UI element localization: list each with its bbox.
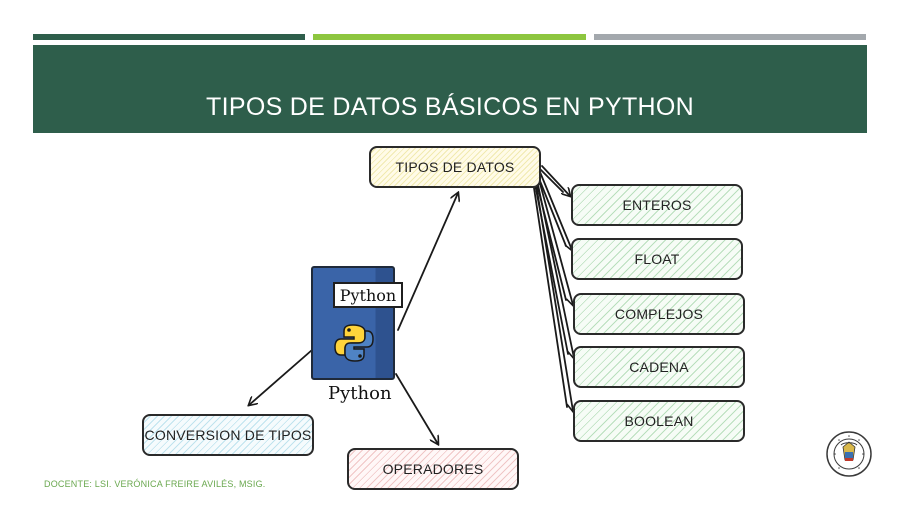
arrow-root-to-enteros [541, 165, 570, 196]
arrow-root-to-float [539, 171, 572, 250]
python-book-label: Python [333, 282, 403, 308]
node-operadores: OPERADORES [347, 448, 519, 490]
node-conversion-de-tipos: CONVERSION DE TIPOS [142, 414, 314, 456]
python-caption: Python [328, 383, 392, 404]
node-float-label: FLOAT [634, 251, 680, 267]
python-book-icon: Python [311, 266, 403, 380]
node-boolean: BOOLEAN [573, 400, 745, 442]
arrow-python-to-conversion [249, 349, 313, 405]
node-enteros: ENTEROS [571, 184, 743, 226]
node-tipos-de-datos: TIPOS DE DATOS [369, 146, 541, 188]
node-complejos-label: COMPLEJOS [614, 306, 704, 322]
slide-title: TIPOS DE DATOS BÁSICOS EN PYTHON [206, 92, 694, 121]
arrow-python-to-root [397, 193, 458, 331]
node-cadena: CADENA [573, 346, 745, 388]
node-enteros-label: ENTEROS [622, 197, 692, 213]
arrow-root-to-boolean [535, 183, 573, 411]
slide-footer: DOCENTE: LSI. VERÓNICA FREIRE AVILÉS, MS… [44, 479, 266, 489]
node-operadores-label: OPERADORES [382, 461, 484, 477]
node-boolean-label: BOOLEAN [624, 413, 694, 429]
title-banner: TIPOS DE DATOS BÁSICOS EN PYTHON [33, 45, 867, 133]
arrow-root-to-complejos [537, 175, 573, 305]
node-complejos: COMPLEJOS [573, 293, 745, 335]
node-tipos-de-datos-label: TIPOS DE DATOS [395, 159, 515, 175]
accent-stripe-gray [594, 34, 866, 40]
node-float: FLOAT [571, 238, 743, 280]
accent-stripe-green [313, 34, 586, 40]
arrow-root-to-cadena [536, 179, 574, 358]
university-seal-icon [826, 431, 872, 477]
node-conversion-label: CONVERSION DE TIPOS [144, 427, 312, 443]
accent-stripe-dark [33, 34, 305, 40]
arrow-python-to-operators [395, 373, 438, 444]
node-cadena-label: CADENA [629, 359, 689, 375]
python-logo-icon [334, 324, 374, 362]
